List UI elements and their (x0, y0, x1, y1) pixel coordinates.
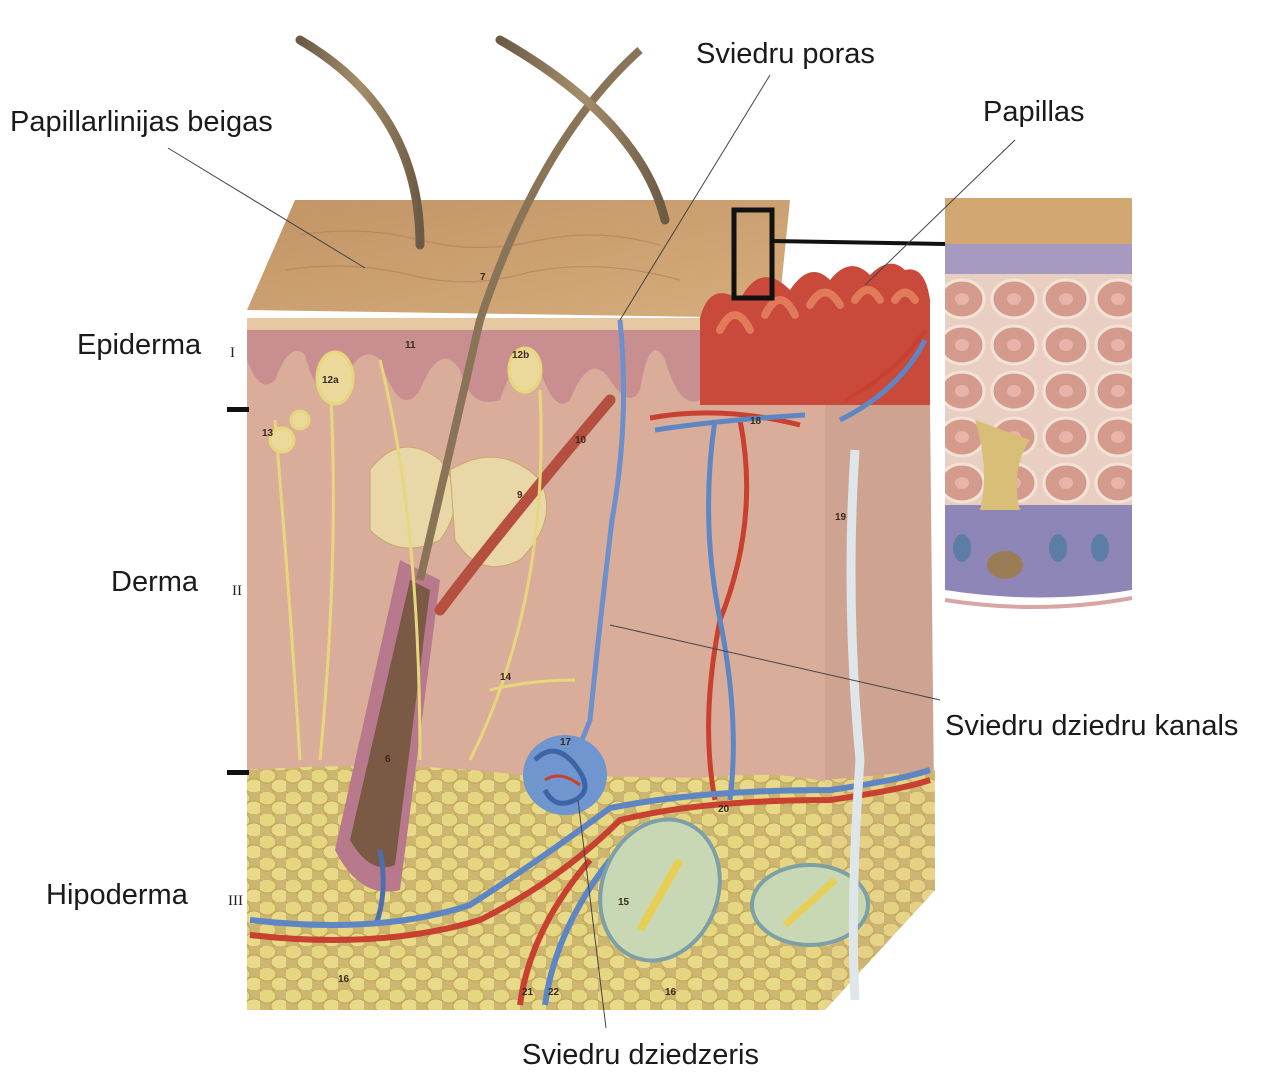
part-number: 17 (560, 737, 572, 748)
part-number: 12b (512, 350, 529, 361)
part-number: 11 (405, 340, 416, 351)
part-number: 15 (618, 897, 630, 908)
part-number: 14 (500, 672, 512, 683)
layer-numeral-ii: II (232, 583, 242, 600)
label-derma: Derma (111, 566, 198, 599)
stratum-corneum (247, 318, 700, 330)
part-number: 10 (575, 435, 587, 446)
part-number: 7 (480, 272, 486, 283)
label-sviedru-dziedzeris: Sviedru dziedzeris (522, 1039, 759, 1072)
label-epiderma: Epiderma (77, 329, 201, 362)
hair-shaft-right (500, 40, 665, 220)
part-number: 22 (548, 987, 560, 998)
part-number: 9 (517, 490, 523, 501)
part-number: 16 (665, 987, 677, 998)
part-number: 12a (322, 375, 339, 386)
part-number: 6 (385, 754, 391, 765)
part-number: 16 (338, 974, 350, 985)
epidermis-inset (945, 198, 1132, 607)
label-sviedru-poras: Sviedru poras (696, 38, 875, 71)
part-number: 20 (718, 804, 730, 815)
label-hipoderma: Hipoderma (46, 879, 188, 912)
skin-block: 7 11 12a 12b 13 10 9 18 19 14 17 6 20 15… (247, 40, 935, 1010)
part-number: 19 (835, 512, 847, 523)
label-sviedru-dziedru-kanals: Sviedru dziedru kanals (945, 710, 1238, 743)
zoom-connector (772, 241, 945, 244)
part-number: 13 (262, 428, 274, 439)
part-number: 18 (750, 416, 762, 427)
layer-numeral-i: I (230, 345, 235, 362)
layer-numeral-iii: III (228, 893, 243, 910)
part-number: 21 (522, 987, 534, 998)
label-papillarlinijas-beigas: Papillarlinijas beigas (10, 106, 273, 139)
label-papillas: Papillas (983, 96, 1085, 129)
